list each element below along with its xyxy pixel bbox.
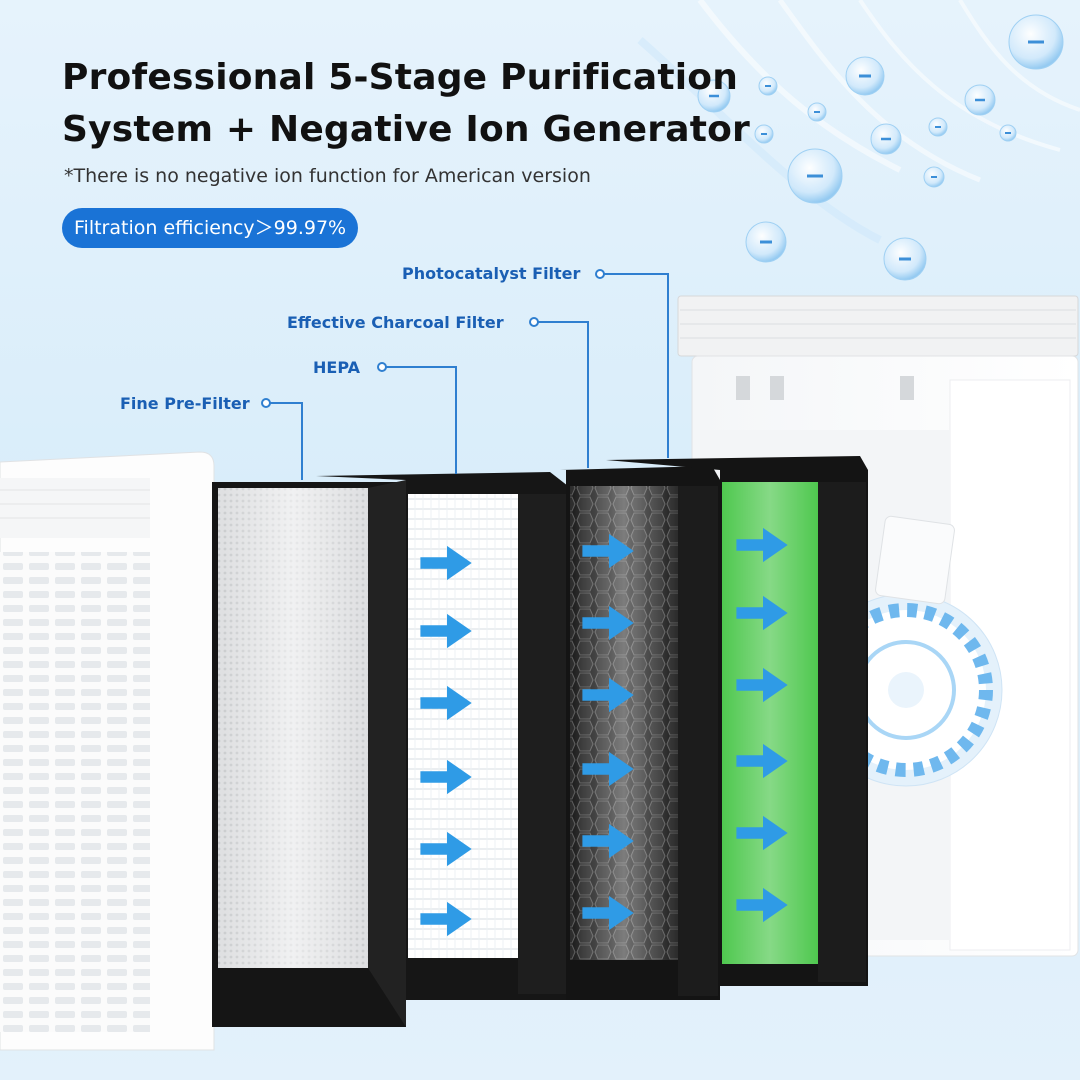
charcoal-filter-label: Effective Charcoal Filter: [287, 313, 504, 332]
negative-ion-bubble-icon: [745, 221, 787, 263]
efficiency-badge: Filtration efficiency＞99.97%: [62, 208, 359, 248]
fine-pre-filter: [212, 480, 406, 1027]
negative-ion-bubble-icon: [883, 237, 927, 281]
hepa-filter-label: HEPA: [313, 358, 360, 377]
front-panel: [0, 451, 215, 1051]
airflow-streaks: [637, 0, 1080, 244]
negative-ion-bubble-icon: [923, 166, 945, 188]
negative-ion-bubbles: [697, 14, 1064, 281]
negative-ion-bubble-icon: [787, 148, 843, 204]
photocatalyst-filter: [606, 456, 868, 986]
photocatalyst-filter-label: Photocatalyst Filter: [402, 264, 581, 283]
negative-ion-bubble-icon: [845, 56, 885, 96]
negative-ion-bubble-icon: [928, 117, 948, 137]
negative-ion-bubble-icon: [964, 84, 996, 116]
pre-filter-label: Fine Pre-Filter: [120, 394, 250, 413]
hepa-filter: [316, 472, 568, 1000]
negative-ion-bubble-icon: [1008, 14, 1064, 70]
callout-lines: [266, 273, 669, 480]
title-line-1: Professional 5-Stage Purification: [62, 57, 739, 98]
negative-ion-bubble-icon: [758, 76, 778, 96]
charcoal-filter: [560, 466, 720, 1000]
title-line-2: System + Negative Ion Generator: [62, 109, 751, 150]
negative-ion-bubble-icon: [870, 123, 902, 155]
disclaimer-note: *There is no negative ion function for A…: [64, 165, 591, 187]
negative-ion-bubble-icon: [754, 124, 774, 144]
negative-ion-bubble-icon: [999, 124, 1017, 142]
negative-ion-bubble-icon: [807, 102, 827, 122]
negative-ion-bubble-icon: [697, 79, 731, 113]
callout-dots: [261, 269, 605, 408]
page-title: Professional 5-Stage Purification System…: [62, 52, 750, 156]
